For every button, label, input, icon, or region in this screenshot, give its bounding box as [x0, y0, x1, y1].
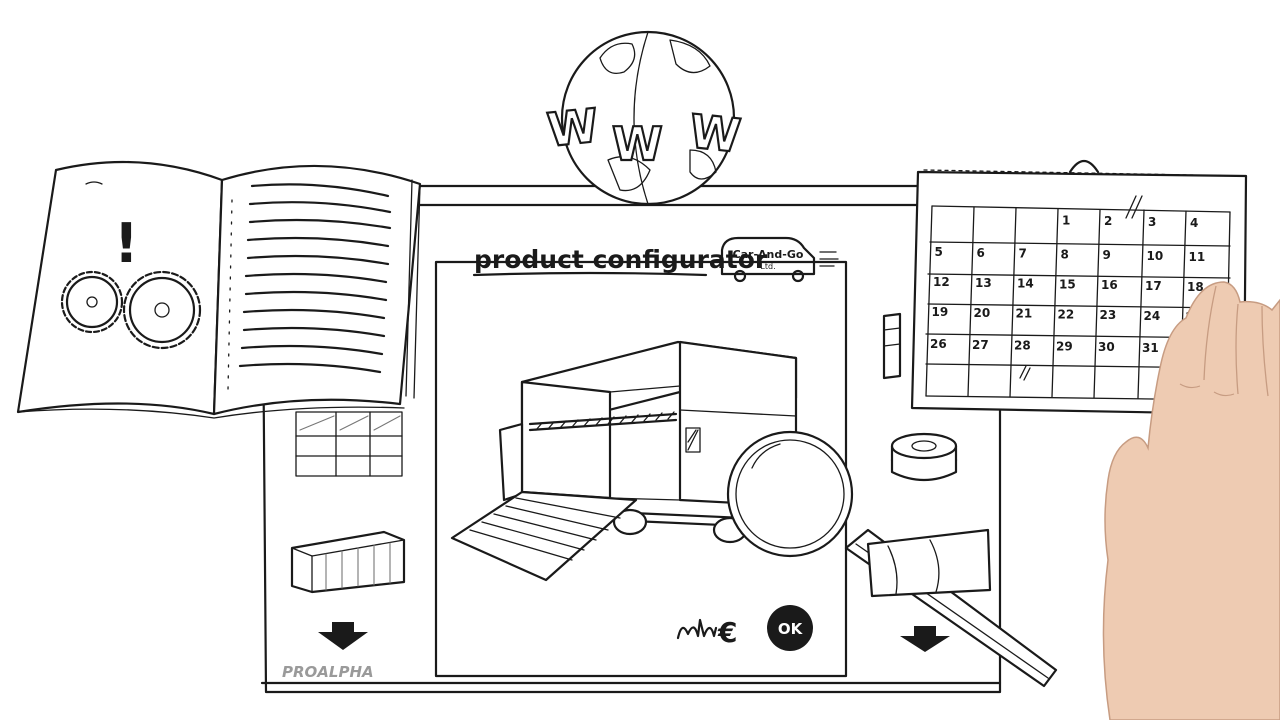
calendar-day: 29 — [1056, 339, 1073, 353]
calendar-day: 28 — [1014, 339, 1031, 353]
box-side-icon — [882, 312, 902, 380]
arrow-down-icon — [318, 622, 368, 650]
calendar-day: 31 — [1142, 341, 1159, 355]
euro-symbol: € — [717, 616, 737, 649]
calendar-day: 13 — [975, 276, 992, 290]
calendar-day: 7 — [1019, 247, 1027, 261]
crate-icon — [290, 530, 406, 594]
www-letter-1: W — [545, 98, 601, 157]
tape-roll-icon — [890, 432, 958, 482]
calendar-day: 11 — [1189, 250, 1206, 264]
calendar-day: 9 — [1103, 248, 1111, 262]
calendar-day: 22 — [1058, 307, 1075, 321]
calendar-day: 16 — [1101, 278, 1118, 292]
configurator-title: product configurator — [474, 245, 768, 274]
brand-name: Car-And-Go — [733, 248, 804, 261]
www-letter-2: W — [612, 117, 663, 171]
calendar-day: 20 — [974, 306, 991, 320]
calendar-day: 15 — [1059, 277, 1076, 291]
proalpha-logo: PROALPHA — [282, 663, 374, 681]
proalpha-logo-text: PROALPHA — [282, 663, 374, 681]
calendar-day: 19 — [932, 305, 949, 319]
calendar-icon — [910, 159, 1248, 416]
globe-icon: W W W — [544, 30, 744, 206]
calendar-day: 23 — [1100, 308, 1117, 322]
calendar-day: 5 — [935, 245, 943, 259]
calendar-day: 10 — [1147, 249, 1164, 263]
calendar-day: 21 — [1016, 307, 1033, 321]
ok-button[interactable]: OK — [767, 605, 813, 651]
gear-icon — [60, 270, 124, 334]
calendar-day: 6 — [977, 246, 985, 260]
calendar-day: 24 — [1144, 309, 1161, 323]
manual-exclamation: ! — [114, 212, 139, 275]
hand-icon — [1102, 281, 1280, 720]
covered-pallet-icon — [866, 528, 992, 598]
calendar-day: 18 — [1187, 280, 1204, 294]
brand-suffix: Ltd. — [760, 262, 775, 271]
trailer-icon — [450, 340, 798, 582]
calendar-day: 14 — [1017, 277, 1034, 291]
www-letter-3: W — [687, 104, 743, 163]
manual-book-icon: ! — [16, 160, 422, 419]
arrow-down-icon-right — [900, 626, 950, 652]
calendar-day: 8 — [1061, 247, 1069, 261]
calendar-day: 17 — [1145, 279, 1162, 293]
calendar-day: 3 — [1148, 215, 1156, 229]
calendar-day: 4 — [1190, 216, 1198, 230]
calendar-day: 27 — [972, 338, 989, 352]
calendar-day: 26 — [930, 337, 947, 351]
ok-button-label: OK — [778, 620, 804, 638]
brand-logo: Car-And-Go Ltd. — [720, 236, 839, 283]
shelf-icon — [295, 411, 403, 477]
gear-icon-2 — [122, 270, 202, 350]
calendar-day: 2 — [1104, 214, 1112, 228]
title-underline — [472, 271, 708, 277]
calendar-day: 12 — [933, 275, 950, 289]
calendar-day: 1 — [1062, 213, 1070, 227]
calendar-day: 30 — [1098, 340, 1115, 354]
price-signature: € — [676, 616, 737, 649]
